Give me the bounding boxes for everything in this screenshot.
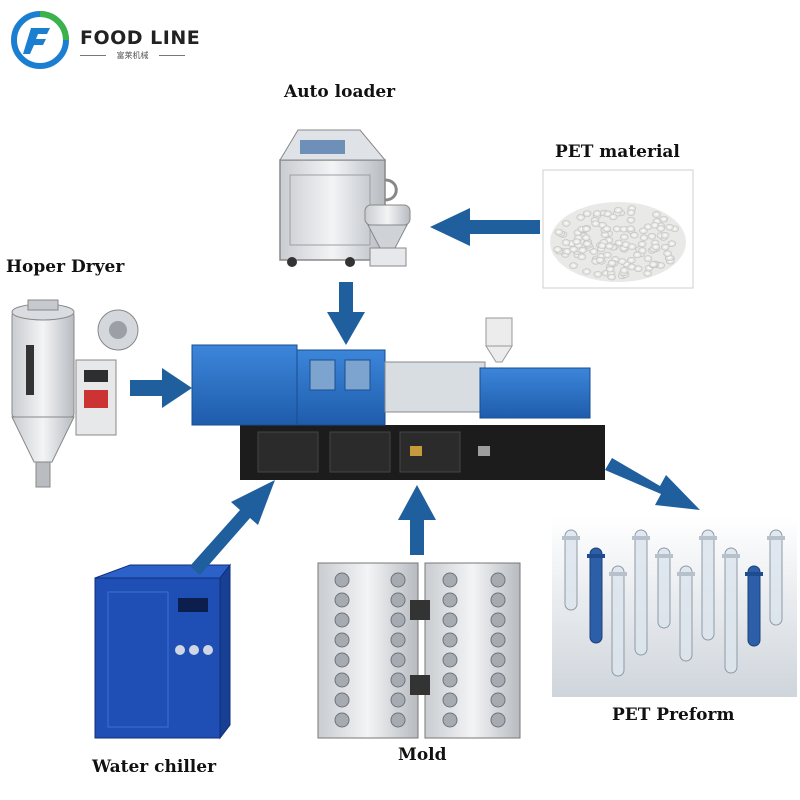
- pet-preform-image: [552, 517, 797, 697]
- logo-brand: FOOD LINE: [80, 27, 201, 49]
- water-chiller-label: Water chiller: [92, 757, 217, 777]
- arrow-dryer-to-machine: [130, 368, 192, 408]
- arrow-material-to-loader: [430, 208, 540, 246]
- arrow-loader-to-machine: [327, 282, 365, 345]
- hoper-dryer-label: Hoper Dryer: [6, 257, 125, 277]
- mold-label: Mold: [398, 745, 447, 765]
- arrow-chiller-to-machine: [190, 480, 275, 575]
- pet-material-label: PET material: [555, 142, 680, 162]
- pet-material-image: [542, 169, 694, 289]
- pet-preform-label: PET Preform: [612, 705, 735, 725]
- injection-molding-machine-image: [191, 317, 605, 480]
- mold-image: [317, 562, 521, 739]
- logo-icon: [11, 11, 69, 69]
- auto-loader-image: [279, 129, 411, 267]
- arrow-machine-to-preform: [605, 458, 700, 510]
- hopper-dryer-image: [11, 299, 139, 488]
- water-chiller-image: [94, 563, 232, 740]
- arrow-mold-to-machine: [398, 485, 436, 555]
- flow-arrows: [130, 208, 700, 575]
- logo-subtitle: 富莱机械: [80, 50, 185, 61]
- auto-loader-label: Auto loader: [284, 82, 396, 102]
